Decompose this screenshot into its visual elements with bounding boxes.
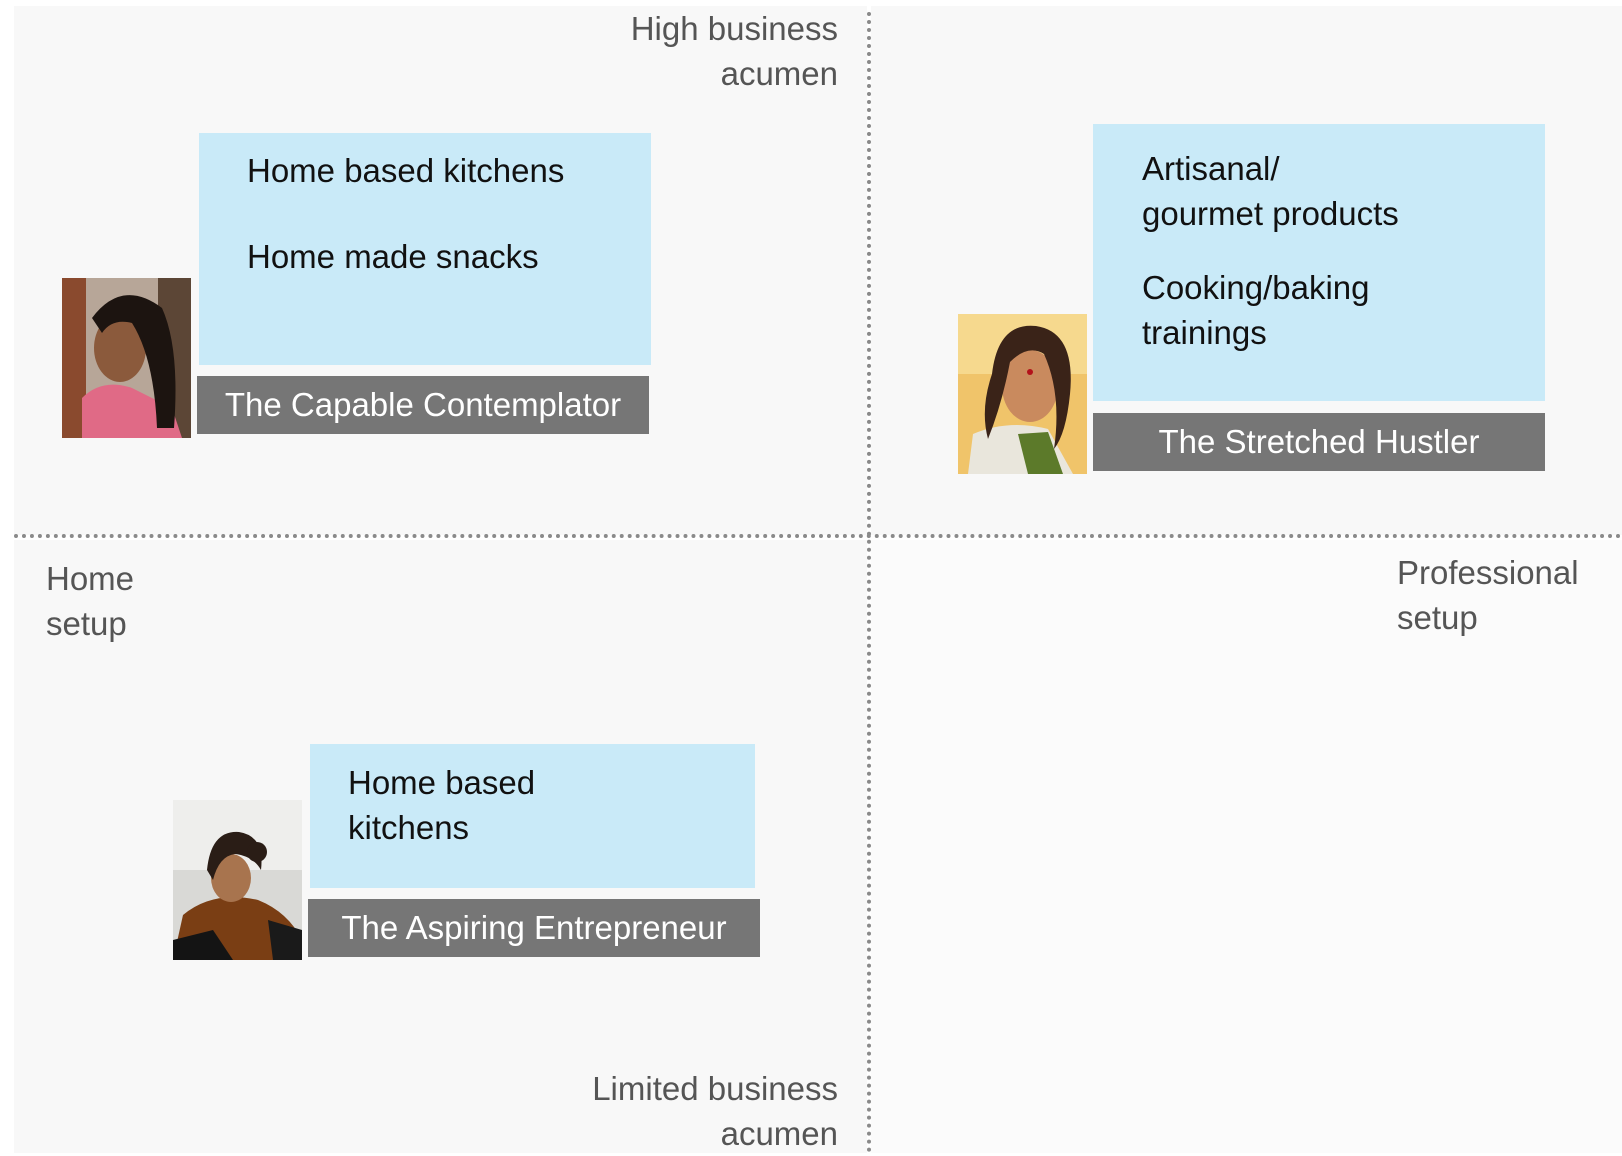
- horizontal-axis-divider: [14, 534, 1622, 538]
- vertical-axis-divider: [867, 12, 871, 1153]
- aspiring-entrepreneur-label: The Aspiring Entrepreneur: [308, 899, 760, 957]
- axis-label-top-line2: acumen: [720, 55, 838, 92]
- info-item-line: Artisanal/: [1142, 150, 1280, 187]
- capable-contemplator-label: The Capable Contemplator: [197, 376, 649, 434]
- aspiring-entrepreneur-portrait: [173, 800, 302, 960]
- axis-label-top: High business acumen: [631, 6, 838, 96]
- info-item: Artisanal/ gourmet products: [1142, 146, 1545, 236]
- aspiring-entrepreneur-info-box: Home based kitchens: [310, 744, 755, 888]
- info-item: Home based kitchens: [247, 152, 565, 189]
- woman-portrait-icon: [958, 314, 1087, 474]
- capable-contemplator-portrait: [62, 278, 191, 438]
- axis-label-left: Home setup: [46, 556, 134, 646]
- info-item-line: kitchens: [348, 809, 470, 846]
- axis-label-right: Professional setup: [1397, 550, 1579, 640]
- axis-label-bottom: Limited business acumen: [592, 1066, 838, 1156]
- axis-label-left-line1: Home: [46, 560, 135, 597]
- axis-label-bottom-line1: Limited business: [592, 1070, 838, 1107]
- info-item: Home made snacks: [247, 238, 539, 275]
- info-item-line: gourmet products: [1142, 195, 1399, 232]
- stretched-hustler-label: The Stretched Hustler: [1093, 413, 1545, 471]
- info-item-line: Cooking/baking: [1142, 269, 1370, 306]
- info-item-line: trainings: [1142, 314, 1267, 351]
- info-item: Cooking/baking trainings: [1142, 265, 1545, 355]
- quadrant-professional-limited-acumen: [871, 540, 1622, 1153]
- info-item: Home based kitchens: [348, 760, 755, 850]
- info-item-line: Home based: [348, 764, 536, 801]
- stretched-hustler-info-box: Artisanal/ gourmet products Cooking/baki…: [1093, 124, 1545, 401]
- stretched-hustler-portrait: [958, 314, 1087, 474]
- axis-label-top-line1: High business: [630, 10, 838, 47]
- woman-portrait-icon: [62, 278, 191, 438]
- woman-portrait-icon: [173, 800, 302, 960]
- capable-contemplator-info-box: Home based kitchens Home made snacks: [199, 133, 651, 365]
- axis-label-right-line2: setup: [1397, 599, 1478, 636]
- axis-label-right-line1: Professional: [1397, 554, 1579, 591]
- axis-label-left-line2: setup: [46, 605, 127, 642]
- axis-label-bottom-line2: acumen: [720, 1115, 838, 1152]
